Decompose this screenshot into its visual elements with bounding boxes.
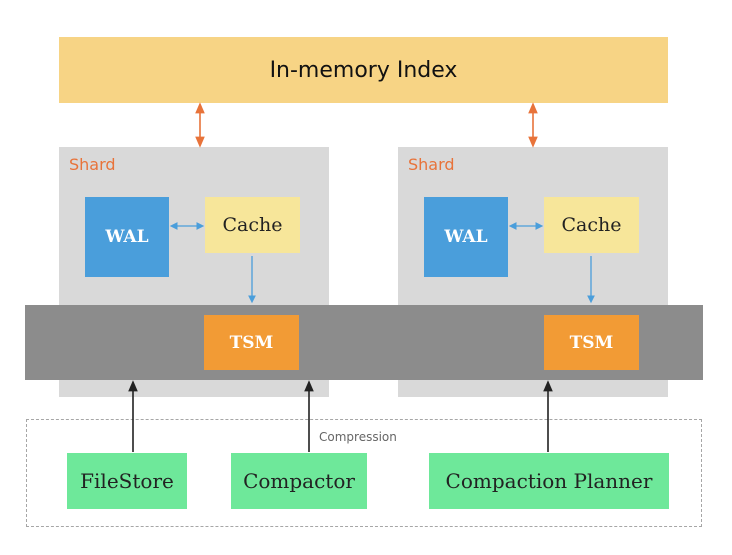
shard-1-wal: WAL <box>85 197 169 277</box>
shard-1-cache: Cache <box>205 197 300 253</box>
shard-2-cache: Cache <box>544 197 639 253</box>
shard-2-tsm: TSM <box>544 315 639 370</box>
shard-2-wal: WAL <box>424 197 508 277</box>
compactor-box: Compactor <box>231 453 367 509</box>
shard-2-wal-label: WAL <box>444 227 488 247</box>
compaction-planner-label: Compaction Planner <box>445 469 653 493</box>
shard-1-tsm-label: TSM <box>229 332 274 353</box>
in-memory-index: In-memory Index <box>59 37 668 103</box>
shard-2-label: Shard <box>408 155 455 174</box>
compactor-label: Compactor <box>243 469 355 493</box>
shard-2-tsm-label: TSM <box>569 332 614 353</box>
compaction-planner-box: Compaction Planner <box>429 453 669 509</box>
compression-label: Compression <box>316 430 400 444</box>
filestore-label: FileStore <box>80 469 174 493</box>
shard-1-label: Shard <box>69 155 116 174</box>
in-memory-index-label: In-memory Index <box>269 57 458 83</box>
shard-1-tsm: TSM <box>204 315 299 370</box>
shard-1-cache-label: Cache <box>222 214 283 236</box>
shard-2-cache-label: Cache <box>561 214 622 236</box>
shard-1-wal-label: WAL <box>105 227 149 247</box>
filestore-box: FileStore <box>67 453 187 509</box>
compression-region <box>26 419 702 527</box>
